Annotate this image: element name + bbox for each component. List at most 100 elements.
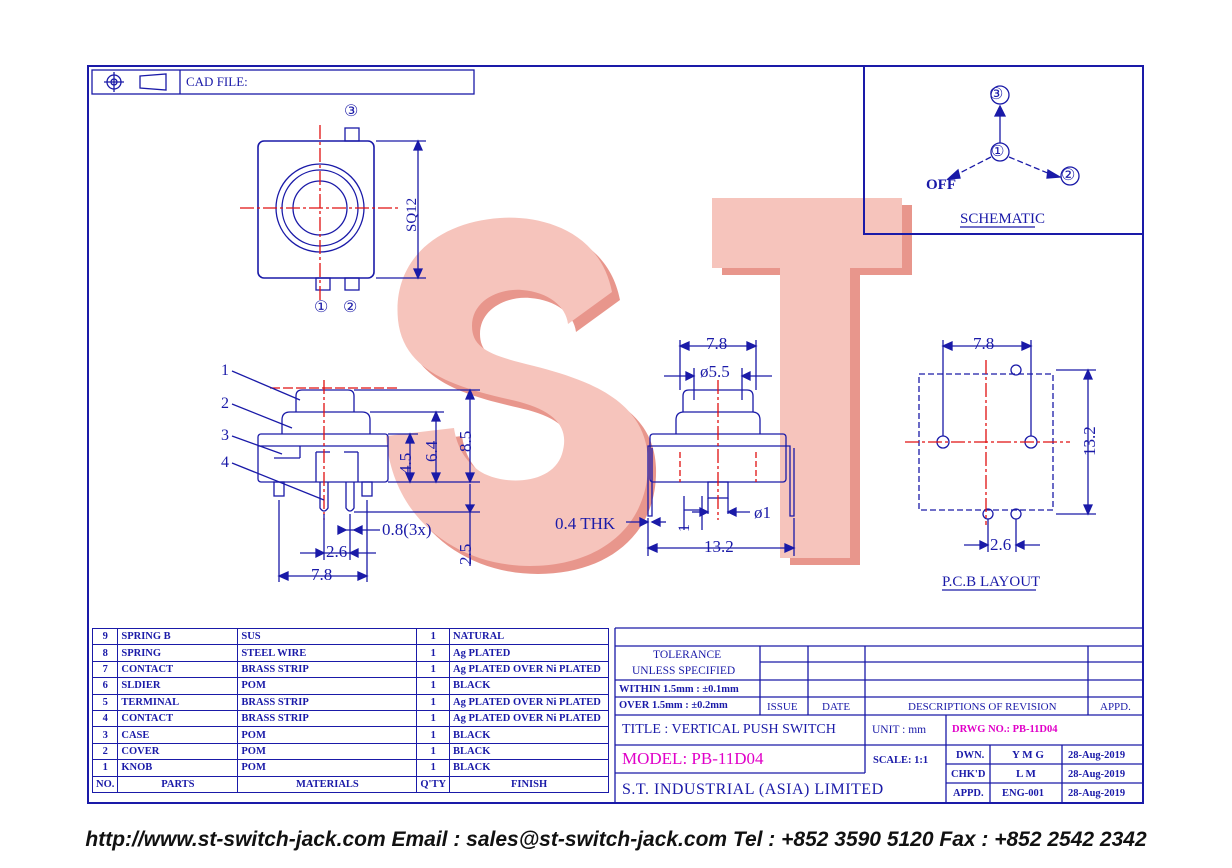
contact-footer: http://www.st-switch-jack.com Email : sa… (85, 828, 1147, 851)
dim-sq12: SQ12 (404, 197, 420, 232)
model-number: MODEL: PB-11D04 (622, 749, 764, 768)
chkd-by: L M (1016, 768, 1036, 780)
bom-cell-part: CONTACT (117, 660, 239, 679)
issue-header: ISSUE (767, 701, 798, 713)
bom-cell-qty: 1 (416, 759, 451, 777)
bom-cell-qty: 1 (416, 742, 451, 761)
bom-cell-material: BRASS STRIP (237, 693, 418, 711)
drawing-title: TITLE : VERTICAL PUSH SWITCH (622, 722, 836, 737)
dim-7-8-pcb: 7.8 (973, 334, 995, 353)
bom-cell-qty: 1 (416, 627, 451, 646)
revision-header: DESCRIPTIONS OF REVISION (908, 701, 1057, 713)
bom-cell-qty: 1 (416, 660, 451, 679)
bom-cell-finish: BLACK (449, 742, 610, 761)
dim-13-2-front: 13.2 (704, 537, 734, 556)
pcb-layout-title: P.C.B LAYOUT (942, 574, 1041, 590)
bom-cell-no: 3 (91, 726, 119, 744)
front-view (626, 340, 796, 556)
dim-8-5: 8.5 (456, 430, 475, 452)
bom-cell-finish: BLACK (449, 759, 610, 777)
dim-0-8: 0.8(3x) (382, 520, 432, 539)
dim-0-4-thk: 0.4 THK (555, 514, 616, 533)
bom-cell-qty: 1 (416, 709, 451, 728)
dwn-by: Y M G (1012, 749, 1044, 761)
appd-label: APPD. (953, 788, 984, 799)
bom-header-part: PARTS (117, 775, 239, 793)
callout-1: 1 (221, 362, 229, 379)
bom-cell-material: BRASS STRIP (237, 709, 418, 728)
side-view (231, 370, 480, 582)
bom-cell-finish: BLACK (449, 726, 610, 744)
top-pin1-label: ① (314, 299, 329, 316)
bom-cell-no: 9 (91, 627, 119, 646)
bom-cell-material: POM (237, 726, 418, 744)
bom-cell-no: 2 (91, 742, 119, 761)
bom-cell-material: POM (237, 759, 418, 777)
schematic-title: SCHEMATIC (960, 211, 1046, 227)
schematic-pin1-label: ① (991, 144, 1005, 160)
bom-cell-part: SPRING (117, 644, 239, 662)
schematic-off-label: OFF (926, 177, 956, 193)
bom-cell-finish: Ag PLATED OVER Ni PLATED (449, 693, 610, 711)
dim-phi-5-5: ø5.5 (700, 362, 730, 381)
bom-cell-part: CONTACT (117, 709, 239, 728)
bom-cell-qty: 1 (416, 677, 451, 695)
tolerance-within: WITHIN 1.5mm : ±0.1mm (619, 684, 739, 695)
bom-cell-finish: Ag PLATED (449, 644, 610, 662)
bom-cell-part: KNOB (117, 759, 239, 777)
bom-cell-finish: BLACK (449, 677, 610, 695)
top-pin2-label: ② (343, 299, 358, 316)
dim-4-5: 4.5 (396, 452, 415, 474)
dim-7-8-side: 7.8 (311, 565, 333, 584)
callout-3: 3 (221, 427, 229, 444)
drawing-number: DRWG NO.: PB-11D04 (952, 724, 1058, 735)
bom-cell-material: BRASS STRIP (237, 660, 418, 679)
bom-header-no: NO. (91, 775, 119, 793)
bom-cell-finish: Ag PLATED OVER Ni PLATED (449, 709, 610, 728)
bom-cell-finish: Ag PLATED OVER Ni PLATED (449, 660, 610, 679)
dim-2-5: 2.5 (456, 543, 475, 565)
bom-header-qty: Q'TY (416, 775, 451, 793)
bom-cell-part: CASE (117, 726, 239, 744)
callout-2: 2 (221, 395, 229, 412)
bom-cell-material: STEEL WIRE (237, 644, 418, 662)
bom-cell-no: 5 (91, 693, 119, 711)
top-view (240, 125, 426, 300)
top-pin3-label: ③ (344, 103, 359, 120)
tolerance-over: OVER 1.5mm : ±0.2mm (619, 700, 728, 711)
callout-4: 4 (221, 454, 229, 471)
title-block-grid (614, 627, 1143, 803)
dim-7-8-front: 7.8 (706, 334, 728, 353)
bom-cell-part: SPRING B (117, 627, 239, 646)
dim-phi-1: ø1 (754, 503, 771, 522)
bom-header-material: MATERIALS (237, 775, 418, 793)
date-header: DATE (822, 701, 851, 713)
dwn-label: DWN. (956, 750, 985, 761)
bom-cell-qty: 1 (416, 644, 451, 662)
schematic-pin3-label: ③ (989, 86, 1004, 103)
bom-cell-part: COVER (117, 742, 239, 761)
bom-cell-no: 1 (91, 759, 119, 777)
dim-1: 1 (676, 524, 693, 532)
unit-label: UNIT : mm (872, 724, 927, 736)
bom-cell-finish: NATURAL (449, 627, 610, 646)
bom-header-finish: FINISH (449, 775, 610, 793)
bom-cell-part: TERMINAL (117, 693, 239, 711)
schematic-diagram (946, 85, 1080, 228)
bom-cell-material: POM (237, 742, 418, 761)
bom-cell-qty: 1 (416, 693, 451, 711)
appd-header: APPD. (1100, 701, 1131, 713)
company-name: S.T. INDUSTRIAL (ASIA) LIMITED (622, 781, 884, 798)
bom-cell-no: 8 (91, 644, 119, 662)
